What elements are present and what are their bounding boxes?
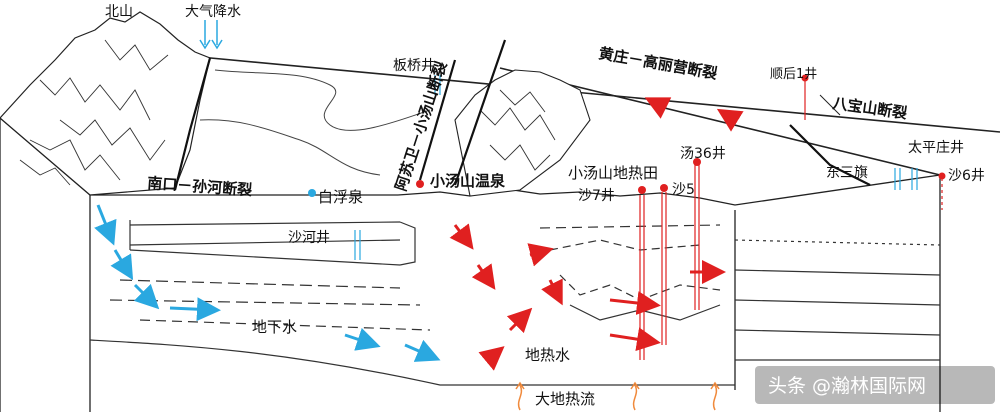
label-fault-huangzhuang: 黄庄－高丽营断裂 [597, 44, 718, 83]
labels: 北山 大气降水 板桥井 阿苏卫－小汤山断裂 黄庄－高丽营断裂 顺后1井 八宝山断… [105, 4, 985, 408]
fault-babaoshan-line [789, 124, 871, 186]
shahe-well-pipe [354, 230, 361, 260]
heat-flow-arrows [515, 381, 720, 411]
fault-asuwei-line [418, 59, 457, 181]
river [199, 69, 431, 176]
faults [173, 39, 871, 191]
taiping-pipe [911, 168, 918, 190]
fault-nankou-line [173, 57, 212, 191]
babaoshan-pointer [819, 94, 841, 116]
label-precip: 大气降水 [185, 4, 241, 20]
well-markers [308, 74, 946, 197]
tang36-marker [693, 158, 701, 166]
precipitation-arrows [199, 20, 223, 50]
banqiao-well-pipe [434, 75, 441, 95]
sha7-pipe [639, 195, 645, 360]
label-shunhou-well: 顺后1井 [770, 67, 817, 82]
label-banqiao-well: 板桥井 [393, 58, 435, 74]
label-geothermal-water: 地热水 [525, 346, 570, 364]
label-shahe-well: 沙河井 [288, 230, 330, 246]
wells [354, 75, 943, 360]
groundwater-arrows [94, 204, 441, 362]
label-baifu-spring: 白浮泉 [318, 188, 363, 206]
sha6-marker [938, 172, 946, 180]
strata [89, 220, 941, 386]
label-sha6: 沙6井 [948, 168, 985, 184]
watermark-text: 头条 @瀚林国际网 [768, 375, 926, 397]
label-groundwater: 地下水 [252, 318, 297, 336]
north-mountain [0, 11, 211, 196]
label-xiaotangshan-spring: 小汤山温泉 [430, 172, 506, 190]
label-beishan: 北山 [105, 4, 133, 20]
fault-asuwei-line-2 [453, 39, 507, 186]
label-xiaotangshan-field: 小汤山地热田 [568, 164, 658, 182]
label-heat-flow: 大地热流 [535, 390, 595, 408]
baifu-spring-marker [308, 189, 316, 197]
tang36-pipe [694, 165, 700, 310]
label-taipingzhuang: 太平庄井 [908, 139, 964, 156]
dongsanqi-pipe [894, 168, 901, 190]
shunhou-marker [801, 74, 809, 82]
xiaotangshan-mountain [454, 69, 591, 197]
label-sha7: 沙7井 [578, 188, 615, 204]
label-sha5: 沙5 [672, 182, 695, 198]
label-dongsanqi: 东三旗 [826, 165, 868, 181]
label-tang36: 汤36井 [680, 146, 726, 162]
xiaotangshan-spring-marker [416, 180, 424, 188]
sha5-pipe [661, 192, 667, 345]
label-fault-babaoshan: 八宝山断裂 [830, 94, 908, 122]
watermark: 头条 @瀚林国际网 [755, 366, 995, 404]
sha7-marker [638, 186, 646, 194]
sha5-marker [660, 184, 668, 192]
